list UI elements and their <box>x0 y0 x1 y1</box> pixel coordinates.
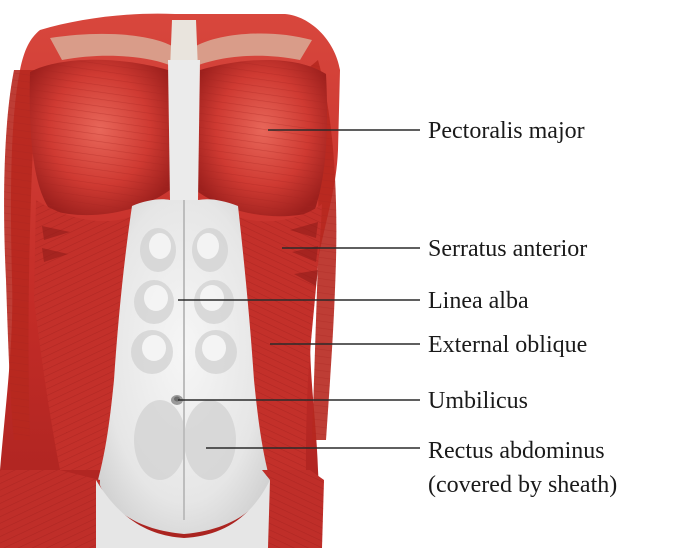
label-umbilicus: Umbilicus <box>428 388 528 414</box>
label-rectus-abdominus: Rectus abdominus <box>428 438 605 464</box>
labels: Pectoralis major Serratus anterior Linea… <box>428 118 617 498</box>
sternum <box>168 60 200 200</box>
label-serratus-anterior: Serratus anterior <box>428 236 587 262</box>
label-external-oblique: External oblique <box>428 332 587 358</box>
label-pectoralis-major: Pectoralis major <box>428 118 585 144</box>
label-rectus-sheath-note: (covered by sheath) <box>428 472 617 498</box>
torso-illustration <box>0 14 340 548</box>
label-linea-alba: Linea alba <box>428 288 529 314</box>
